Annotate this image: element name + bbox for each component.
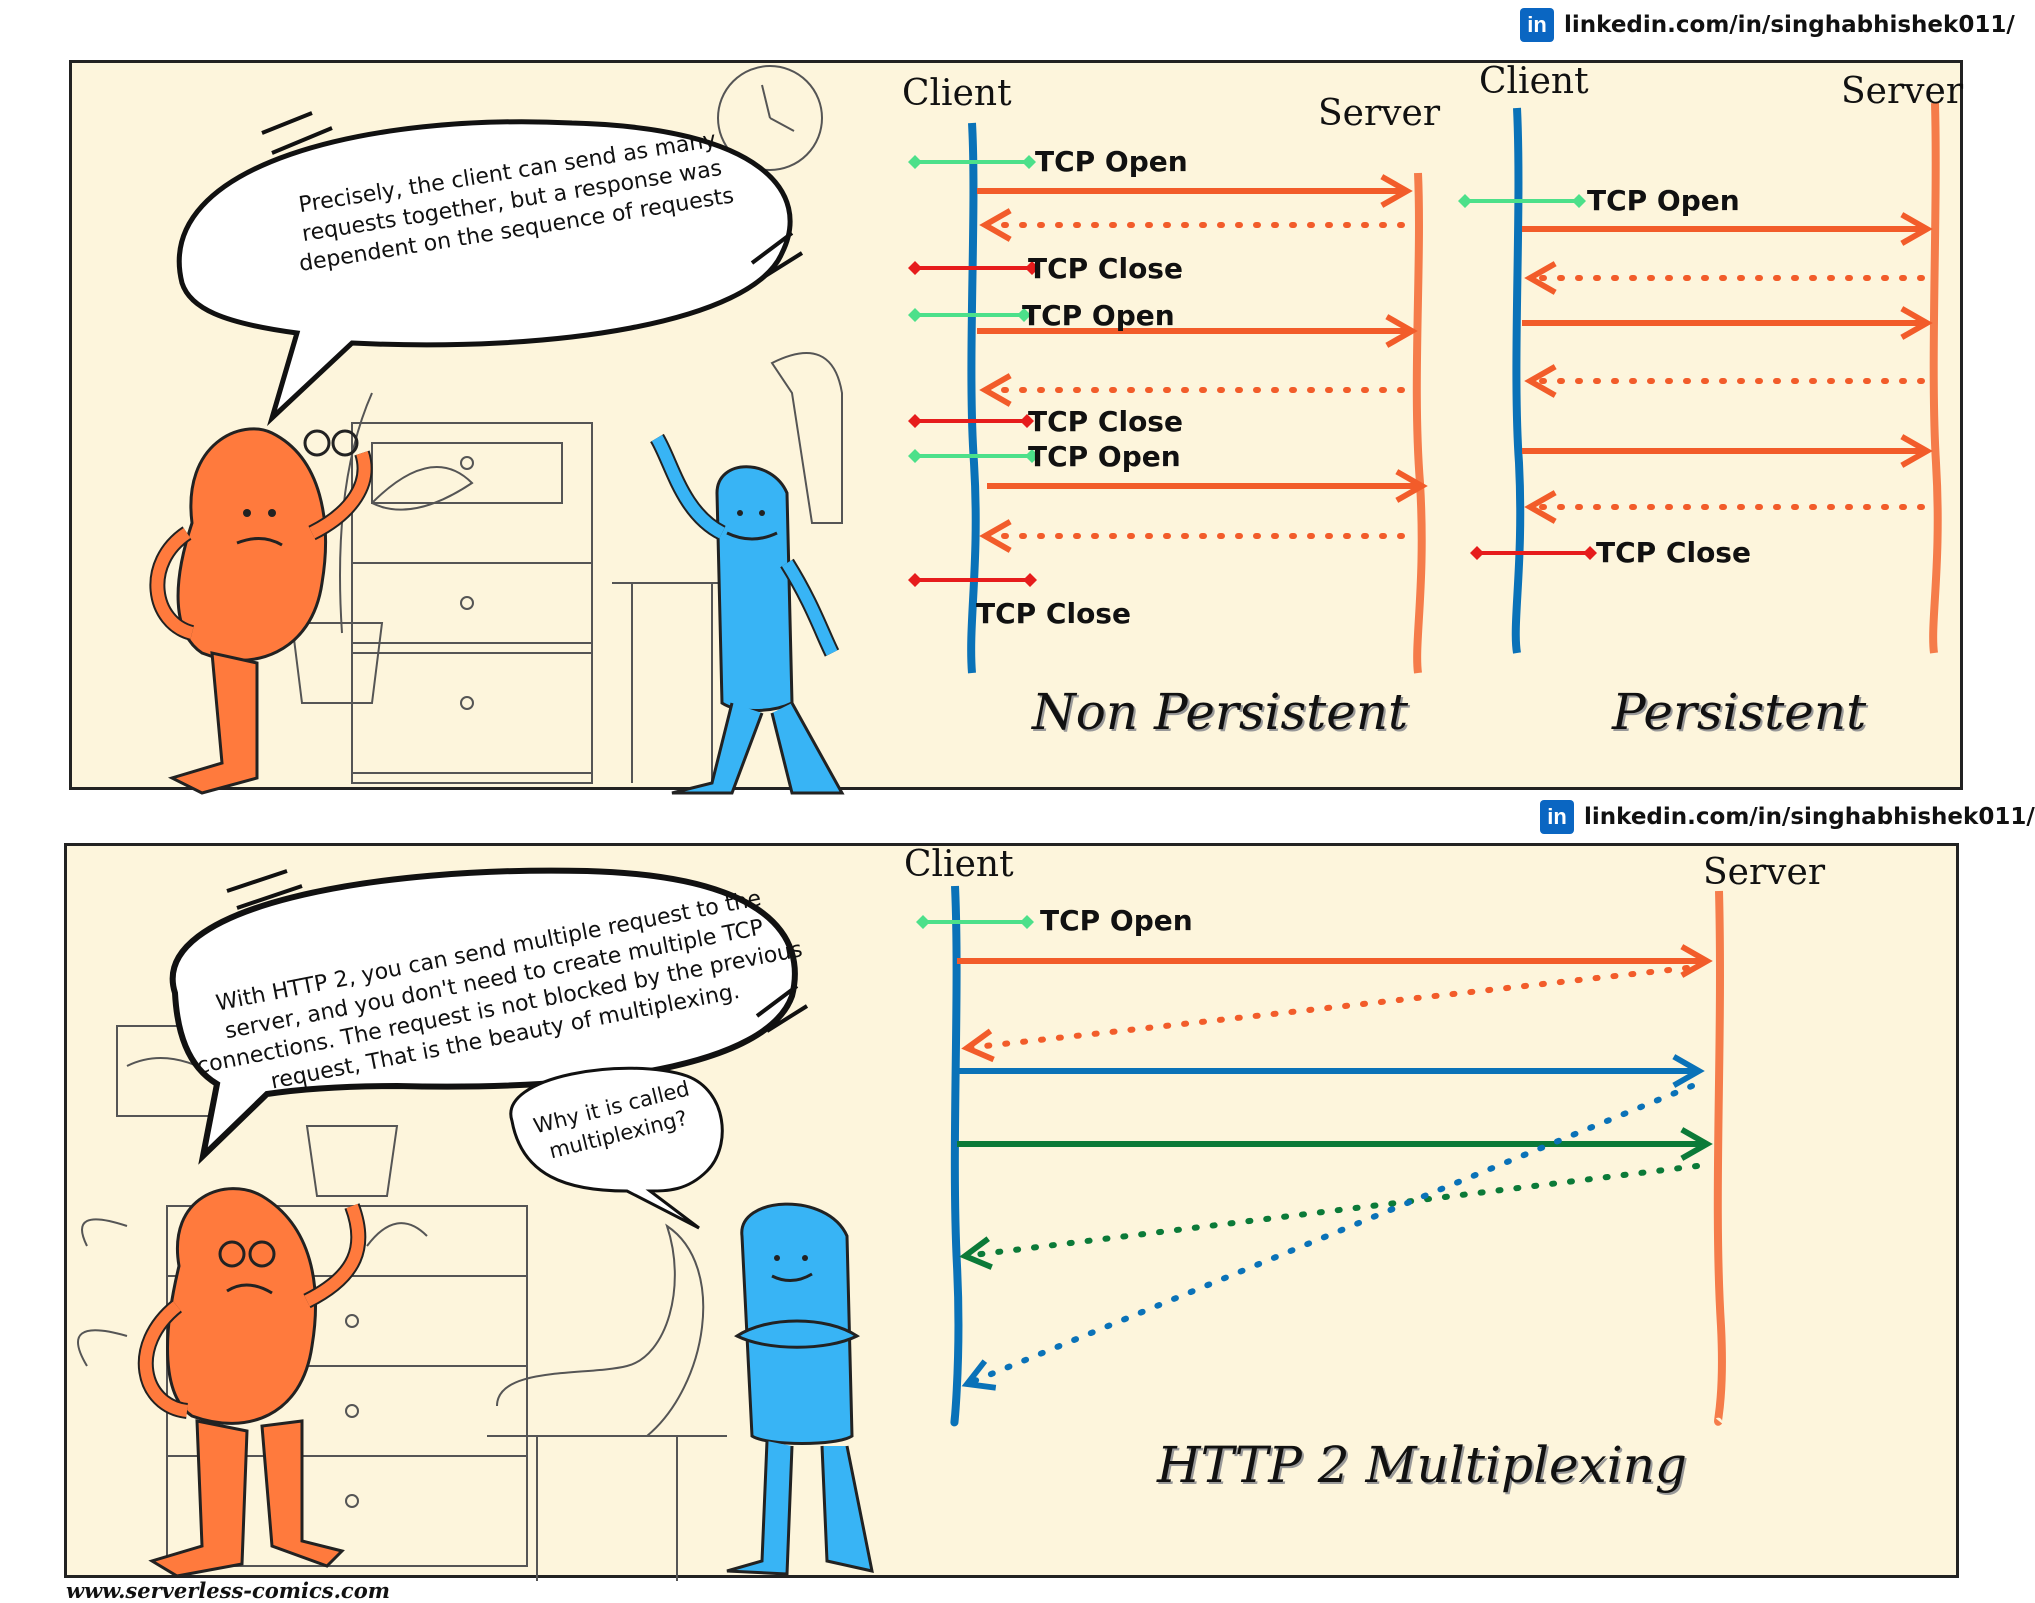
orange-response [961, 965, 1690, 1063]
np-event-6: TCP Close [976, 597, 1131, 630]
p-request-arrows [1522, 212, 1933, 524]
orange-character [149, 427, 373, 795]
http2-event: TCP Open [1040, 904, 1193, 937]
client-timeline-persistent [1511, 107, 1525, 654]
server-timeline-non-persistent [1412, 172, 1426, 674]
linkedin-tag-top[interactable]: in linkedin.com/in/singhabhishek011/ [1520, 8, 2015, 42]
speech-bubble-question [509, 1066, 724, 1230]
p-server-label: Server [1841, 71, 1964, 112]
speech-bubble-2 [169, 867, 809, 1165]
panel-2-illustration [77, 867, 1726, 1581]
orange-character-2 [137, 1187, 367, 1578]
footer-site-url[interactable]: www.serverless-comics.com [66, 1578, 390, 1603]
np-connection-markers [908, 155, 1039, 587]
np-client-label: Client [902, 73, 1012, 114]
client-timeline-http2 [950, 885, 963, 1427]
p-client-label: Client [1479, 61, 1589, 102]
comic-panel-1: Precisely, the client can send as many r… [69, 60, 1964, 795]
np-event-2: TCP Close [1028, 252, 1183, 285]
http2-connection-marker [916, 915, 1034, 929]
p-event-1: TCP Open [1587, 184, 1740, 217]
np-event-5: TCP Open [1028, 440, 1181, 473]
linkedin-icon: in [1520, 8, 1554, 42]
np-request-arrows [977, 174, 1428, 553]
chair-back [770, 352, 843, 524]
green-response [959, 1163, 1700, 1270]
linkedin-icon: in [1540, 800, 1574, 834]
comic-panel-2: With HTTP 2, you can send multiple reque… [64, 843, 1959, 1581]
http2-client-label: Client [904, 844, 1014, 885]
p-connection-markers [1458, 194, 1597, 560]
np-event-3: TCP Open [1022, 299, 1175, 332]
np-event-4: TCP Close [1028, 405, 1183, 438]
http2-streams [957, 944, 1713, 1391]
blue-character [650, 433, 845, 795]
http2-server-label: Server [1703, 852, 1826, 893]
speech-bubble-1 [177, 111, 804, 427]
plant-pot [290, 622, 384, 704]
blue-character-2 [726, 1202, 874, 1576]
p-event-2: TCP Close [1596, 536, 1751, 569]
dresser [166, 1205, 528, 1567]
persistent-title: Persistent [1612, 683, 1867, 741]
server-timeline-persistent [1929, 102, 1942, 654]
linkedin-url[interactable]: linkedin.com/in/singhabhishek011/ [1564, 12, 2015, 38]
wall-clock-icon [717, 65, 823, 171]
linkedin-tag-middle[interactable]: in linkedin.com/in/singhabhishek011/ [1540, 800, 2035, 834]
chair [487, 1223, 727, 1581]
non-persistent-title: Non Persistent [1032, 683, 1409, 741]
np-event-1: TCP Open [1035, 145, 1188, 178]
linkedin-url[interactable]: linkedin.com/in/singhabhishek011/ [1584, 804, 2035, 830]
np-server-label: Server [1318, 93, 1441, 134]
panel-1-illustration [149, 65, 1942, 795]
server-timeline-http2 [1713, 890, 1726, 1426]
client-timeline-non-persistent [967, 122, 980, 674]
blue-response [961, 1083, 1695, 1391]
http2-title: HTTP 2 Multiplexing [1157, 1436, 1687, 1494]
